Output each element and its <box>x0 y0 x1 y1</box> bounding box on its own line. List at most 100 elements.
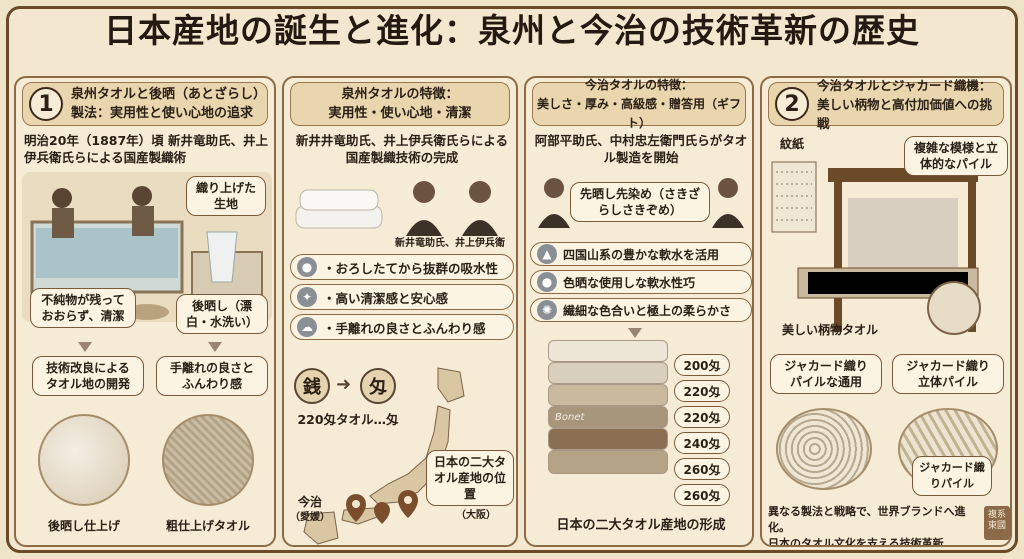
white-towels-illustration <box>295 189 383 229</box>
sen-coin-icon: 銭 <box>294 368 330 404</box>
sparkle-icon: ✦ <box>297 287 317 307</box>
closing-line: 日本のタオル文化を支える技術革新 <box>768 537 944 547</box>
header-line-1: 今治タオルの特徴： <box>584 77 693 92</box>
clean-bubble: 不純物が残っておおらず、清潔 <box>30 288 136 328</box>
step-number-badge: 1 <box>29 87 63 121</box>
closing-line: 異なる製法と戦略で、世界ブランドへ進化。 <box>768 505 966 534</box>
map-pin-icon <box>374 502 390 524</box>
feature-color-softness: ✺ 繊細な色合いと極上の柔らかさ <box>530 298 752 322</box>
header-line-2: 製法：実用性と使い心地の追求 <box>71 106 254 121</box>
weight-tag: 260匁 <box>674 484 730 506</box>
down-arrow-icon <box>628 328 642 338</box>
worker-icon <box>132 186 152 206</box>
coin-glyph: 銭 <box>303 377 321 398</box>
worker-icon <box>52 188 72 208</box>
weight-tag: 220匁 <box>674 380 730 402</box>
box-line: 立体パイル <box>917 375 978 389</box>
weight-unit-label: 220匁タオル…匁 <box>297 412 399 427</box>
founders-portrait <box>406 181 498 236</box>
founders-portrait <box>538 178 744 228</box>
pre-dye-bubble: 先晒し先染め（さきざらしさきぞめ） <box>570 182 710 222</box>
jacquard-3d-pile-box: ジャカード織り 立体パイル <box>892 354 1004 394</box>
box-line: ジャカード織り <box>784 359 868 373</box>
technical-improvement-box: 技術改良による タオル地の開発 <box>32 356 144 396</box>
pattern-bubble: 複雑な模様と立体的なパイル <box>904 136 1008 176</box>
softness-box: 手離れの良さと ふんわり感 <box>156 356 268 396</box>
panel-header: 1 泉州タオルと後晒（あとざらし） 製法：実用性と使い心地の追求 <box>22 82 268 126</box>
closing-statement: 異なる製法と戦略で、世界ブランドへ進化。 日本のタオル文化を支える技術革新 <box>768 504 980 547</box>
down-arrow-icon <box>78 342 92 352</box>
jacquard-loom-illustration <box>771 161 981 335</box>
seal-text: 複系東國 <box>987 510 1006 531</box>
senshu-features-panel: 泉州タオルの特徴： 実用性・使い心地・清潔 新井井竜助氏、井上伊兵衛氏らによる国… <box>282 76 518 547</box>
header-line-2: 美しさ・厚み・高級感・贈答用（ギフト） <box>536 96 741 130</box>
box-line: 手離れの良さと <box>169 361 254 375</box>
yarn-icon: ✺ <box>537 300 557 320</box>
cloud-icon: ☁ <box>297 317 317 337</box>
seal-stamp: 複系東國 <box>984 506 1010 540</box>
patterned-towel-label: 美しい柄物タオル <box>781 323 878 337</box>
rough-towel-texture <box>162 414 254 506</box>
towel-brand-text: Bonet <box>555 412 585 423</box>
water-drop-icon: ● <box>537 272 557 292</box>
header-line-1: 泉州タオルと後晒（あとざらし） <box>71 87 267 102</box>
panel-header: 今治タオルの特徴： 美しさ・厚み・高級感・贈答用（ギフト） <box>532 78 746 130</box>
feature-text: ・手離れの良さとふんわり感 <box>323 320 486 336</box>
box-line: ジャカード織り <box>906 359 990 373</box>
feature-water-technique: ● 色晒な使用しな軟水性巧 <box>530 270 752 294</box>
header-line-1: 今治タオルとジャカード織機： <box>817 77 992 93</box>
intro-text: 明治20年（1887年）頃 新井竜助氏、井上伊兵衛氏らによる国産製織術 <box>24 133 269 165</box>
map-callout: 日本の二大タオル産地の位置 <box>426 450 514 506</box>
weight-tag: 200匁 <box>674 354 730 376</box>
mountain-icon: ▲ <box>537 244 557 264</box>
box-line: 技術改良による <box>46 361 130 375</box>
feature-text: ・おろしたてから抜群の吸水性 <box>323 260 499 276</box>
feature-text: 色晒な使用しな軟水性巧 <box>563 275 696 290</box>
feature-text: 繊細な色合いと極上の柔らかさ <box>563 303 732 318</box>
weight-tag: 240匁 <box>674 432 730 454</box>
feature-soft-water: ▲ 四国山系の豊かな軟水を活用 <box>530 242 752 266</box>
towel-layer <box>548 362 668 384</box>
weight-tag: 220匁 <box>674 406 730 428</box>
rough-finish-label: 粗仕上げタオル <box>165 519 250 533</box>
down-arrow-icon <box>208 342 222 352</box>
panel-header: 泉州タオルの特徴： 実用性・使い心地・清潔 <box>290 82 510 126</box>
punch-card-label: 紋紙 <box>779 137 804 151</box>
feature-absorbency: ● ・おろしたてから抜群の吸水性 <box>290 254 514 280</box>
feature-text: 四国山系の豊かな軟水を活用 <box>563 247 720 262</box>
towel-layer <box>548 428 668 450</box>
jacquard-pile-bubble: ジャカード織りパイル <box>912 456 992 496</box>
step-number-badge: 2 <box>775 87 809 121</box>
header-line-1: 泉州タオルの特徴： <box>341 87 459 102</box>
header-line-2: 美しい柄物と高付加価値への挑戦 <box>817 96 993 131</box>
panel-header: 2 今治タオルとジャカード織機： 美しい柄物と高付加価値への挑戦 <box>768 78 1004 131</box>
towel-layer <box>548 340 668 362</box>
imabari-jacquard-panel: 2 今治タオルとジャカード織機： 美しい柄物と高付加価値への挑戦 紋紙 複雑な模… <box>760 76 1012 547</box>
post-bleach-label: 後晒し仕上げ <box>47 519 120 533</box>
senshu-origin-panel: 1 泉州タオルと後晒（あとざらし） 製法：実用性と使い心地の追求 明治20年（1… <box>14 76 276 547</box>
water-drop-icon: ● <box>297 257 317 277</box>
feature-text: ・高い清潔感と安心感 <box>323 290 449 306</box>
towel-stack-footer: 日本の二大タオル産地の形成 <box>556 518 726 533</box>
map-label-main: 今治 <box>297 495 322 509</box>
intro-text: 阿部平助氏、中村忠左衛門氏らがタオル製造を開始 <box>534 133 748 165</box>
arrow-right-icon: ➜ <box>336 374 352 395</box>
box-line: ふんわり感 <box>181 377 242 391</box>
post-bleach-bubble: 後晒し（漂白・水洗い） <box>176 294 268 334</box>
towel-layer <box>548 384 668 406</box>
feature-cleanliness: ✦ ・高い清潔感と安心感 <box>290 284 514 310</box>
feature-softness: ☁ ・手離れの良さとふんわり感 <box>290 314 514 340</box>
portrait-caption: 新井竜助氏、井上伊兵衛 <box>395 238 505 249</box>
woven-fabric-bubble: 織り上げた生地 <box>186 176 266 216</box>
map-label-sub: （大阪） <box>456 510 496 521</box>
towel-layer: Bonet <box>548 406 668 428</box>
jacquard-pile-box: ジャカード織り パイルな通用 <box>770 354 882 394</box>
page-title: 日本産地の誕生と進化：泉州と今治の技術革新の歴史 <box>104 11 920 50</box>
pile-loop-texture <box>776 408 872 490</box>
monme-coin-icon: 匁 <box>360 368 396 404</box>
header-line-2: 実用性・使い心地・清潔 <box>328 106 472 121</box>
map-label-sub: （愛媛） <box>290 512 330 523</box>
post-bleach-towel-texture <box>38 414 130 506</box>
weight-tag: 260匁 <box>674 458 730 480</box>
box-line: パイルな通用 <box>789 375 862 389</box>
